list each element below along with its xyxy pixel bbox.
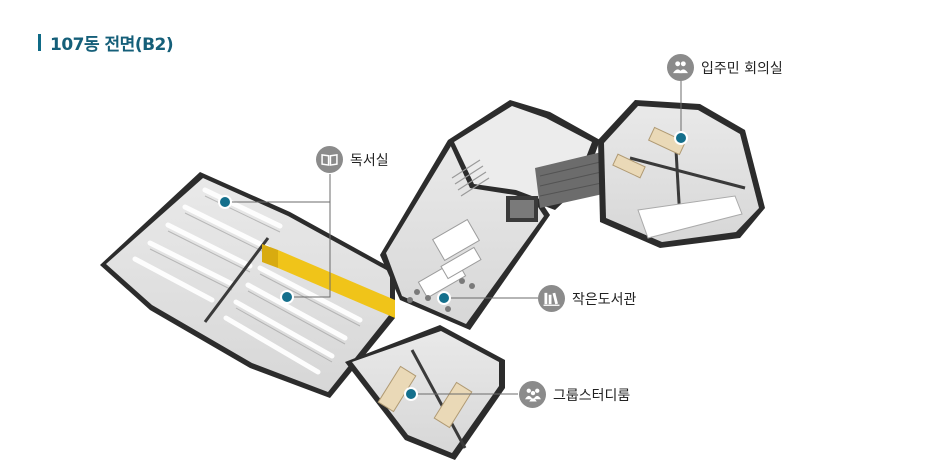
location-markers: [218, 131, 688, 401]
reading-room-area: [100, 172, 395, 398]
stair-core-area: [448, 100, 612, 222]
label-resident-meeting-room-text: 입주민 회의실: [701, 60, 783, 77]
page-title: 107동 전면(B2): [38, 30, 174, 55]
resident-meeting-room-area: [598, 100, 765, 248]
label-group-study-room: 그룹스터디룸: [519, 381, 630, 408]
marker-resident-meeting-room: [674, 131, 688, 145]
leader-lines: [225, 80, 682, 395]
group-study-room-area: [345, 325, 505, 460]
label-reading-room: 독서실: [316, 146, 389, 173]
page-title-text: 107동 전면(B2): [50, 35, 174, 55]
marker-reading-room-2: [280, 290, 294, 304]
marker-small-library: [437, 291, 451, 305]
group-icon: [519, 381, 546, 408]
books-icon: [538, 285, 565, 312]
marker-group-study-room: [404, 387, 418, 401]
label-reading-room-text: 독서실: [350, 152, 389, 169]
people-icon: [667, 54, 694, 81]
label-group-study-room-text: 그룹스터디룸: [553, 387, 631, 404]
label-small-library-text: 작은도서관: [572, 291, 637, 308]
title-accent-bar: [38, 34, 41, 51]
marker-reading-room-1: [218, 195, 232, 209]
label-resident-meeting-room: 입주민 회의실: [667, 54, 783, 81]
label-small-library: 작은도서관: [538, 285, 636, 312]
open-book-icon: [316, 146, 343, 173]
